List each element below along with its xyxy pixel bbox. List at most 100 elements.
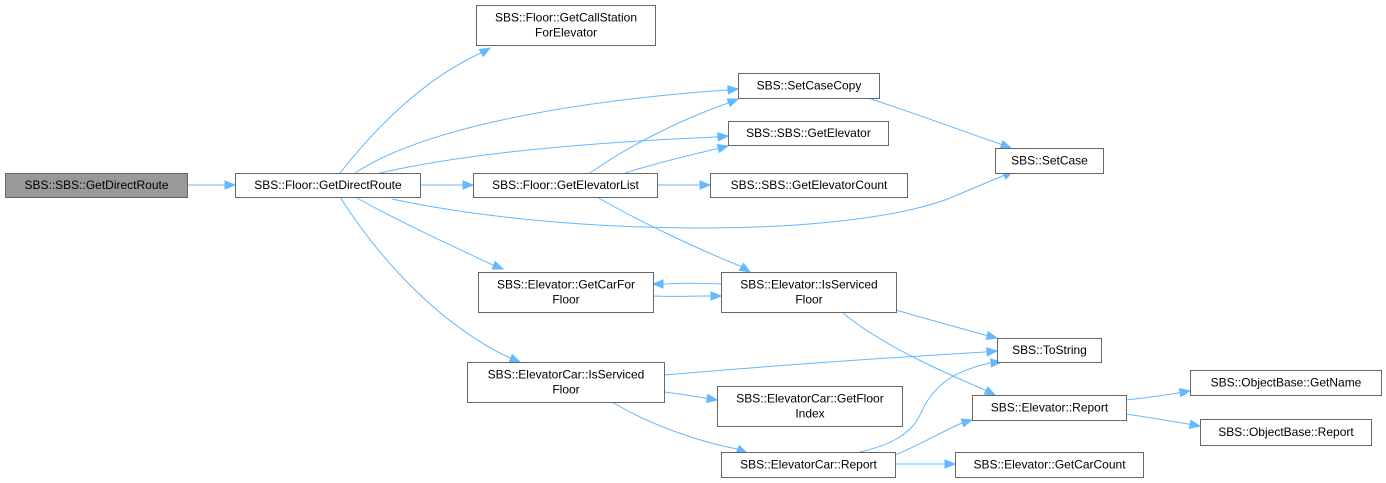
node-n4[interactable]: SBS::SBS::GetElevator: [728, 121, 889, 146]
node-label: SBS::SetCaseCopy: [757, 79, 862, 93]
node-n7[interactable]: SBS::SetCase: [995, 148, 1104, 174]
edge-n9-n13: [841, 311, 997, 396]
node-n1[interactable]: SBS::Floor::GetDirectRoute: [235, 173, 421, 198]
edge-n16-n17: [895, 459, 957, 469]
edge-line: [354, 196, 494, 266]
edge-line: [867, 97, 1001, 145]
node-box[interactable]: [721, 272, 897, 313]
node-n5[interactable]: SBS::Floor::GetElevatorList: [473, 173, 658, 198]
arrowhead-icon: [726, 98, 740, 108]
edge-n0-n1: [187, 180, 237, 190]
node-n17[interactable]: SBS::Elevator::GetCarCount: [955, 452, 1144, 478]
edge-line: [391, 174, 1006, 229]
node-label: SBS::SetCase: [1011, 154, 1088, 168]
edge-n16-n10: [859, 358, 1003, 453]
arrowhead-icon: [710, 291, 723, 301]
edge-line: [663, 351, 986, 376]
arrowhead-icon: [727, 85, 740, 95]
node-box[interactable]: [473, 173, 658, 198]
arrowhead-icon: [986, 347, 999, 357]
edge-n3-n7: [867, 97, 1013, 149]
edge-n1-n2: [339, 47, 492, 174]
arrowhead-icon: [462, 180, 475, 190]
edge-n5-n6: [657, 180, 712, 190]
node-n13[interactable]: SBS::Elevator::Report: [972, 395, 1127, 421]
node-label: SBS::Elevator::GetCarFor: [497, 278, 635, 292]
edge-line: [339, 196, 511, 359]
edge-line: [663, 391, 706, 399]
node-n14[interactable]: SBS::ObjectBase::GetName: [1190, 370, 1382, 396]
arrowhead-icon: [705, 393, 719, 403]
node-box[interactable]: [5, 173, 188, 198]
arrowhead-icon: [960, 418, 974, 428]
edge-n11-n10: [663, 347, 999, 376]
arrowhead-icon: [716, 143, 730, 154]
arrowhead-icon: [999, 139, 1013, 149]
node-n16[interactable]: SBS::ElevatorCar::Report: [721, 452, 896, 478]
node-box[interactable]: [478, 272, 654, 313]
edge-n1-n4: [379, 132, 730, 174]
edge-n1-n5: [420, 180, 475, 190]
edge-line: [894, 422, 963, 456]
node-label: Floor: [795, 293, 822, 307]
edge-line: [841, 311, 986, 391]
arrowhead-icon: [990, 358, 1003, 368]
nodes: SBS::SBS::GetDirectRoute SBS::Floor::GetD…: [5, 5, 1382, 478]
node-box[interactable]: [476, 5, 656, 46]
node-label: SBS::Floor::GetDirectRoute: [254, 178, 402, 192]
node-box[interactable]: [738, 73, 880, 99]
edge-line: [596, 196, 741, 267]
edge-line: [1125, 392, 1179, 401]
edge-n5-n4: [624, 143, 730, 174]
node-box[interactable]: [710, 173, 908, 198]
node-box[interactable]: [955, 452, 1144, 478]
edge-n11-n12: [663, 391, 719, 403]
node-label: SBS::Elevator::GetCarCount: [973, 458, 1126, 472]
edge-line: [339, 51, 484, 174]
edge-n1-n3: [354, 85, 740, 174]
edge-n13-n15: [1125, 413, 1202, 429]
node-box[interactable]: [721, 452, 896, 478]
node-label: SBS::SBS::GetElevator: [746, 126, 871, 140]
node-label: SBS::SBS::GetDirectRoute: [24, 178, 168, 192]
edge-n11-n16: [611, 401, 749, 454]
node-box[interactable]: [997, 338, 1102, 363]
node-n15[interactable]: SBS::ObjectBase::Report: [1200, 419, 1372, 446]
node-label: Floor: [552, 293, 579, 307]
node-n6[interactable]: SBS::SBS::GetElevatorCount: [710, 173, 908, 198]
node-box[interactable]: [1190, 370, 1382, 396]
node-label: SBS::Elevator::IsServiced: [740, 278, 877, 292]
node-box[interactable]: [728, 121, 889, 146]
arrowhead-icon: [1188, 419, 1202, 429]
edge-n5-n9: [596, 196, 752, 273]
node-box[interactable]: [717, 386, 903, 427]
arrowhead-icon: [944, 459, 957, 469]
arrowhead-icon: [735, 444, 749, 454]
node-box[interactable]: [235, 173, 421, 198]
node-n10[interactable]: SBS::ToString: [997, 338, 1102, 363]
arrowhead-icon: [651, 279, 664, 289]
node-n0[interactable]: SBS::SBS::GetDirectRoute: [5, 173, 188, 198]
edge-n9-n8: [651, 279, 722, 289]
edge-line: [1125, 413, 1189, 425]
node-box[interactable]: [1200, 419, 1372, 446]
node-label: SBS::ObjectBase::GetName: [1211, 376, 1362, 390]
node-n3[interactable]: SBS::SetCaseCopy: [738, 73, 880, 99]
node-label: SBS::Elevator::Report: [991, 401, 1109, 415]
node-label: SBS::Floor::GetElevatorList: [492, 178, 639, 192]
node-box[interactable]: [972, 395, 1127, 421]
node-box[interactable]: [467, 362, 665, 403]
arrowhead-icon: [491, 260, 505, 270]
edge-line: [624, 148, 717, 174]
node-label: SBS::ElevatorCar::IsServiced: [488, 368, 645, 382]
edge-n5-n3: [589, 98, 740, 174]
node-label: Index: [795, 407, 824, 421]
edge-line: [379, 136, 717, 174]
node-label: SBS::SBS::GetElevatorCount: [731, 178, 888, 192]
node-box[interactable]: [995, 148, 1104, 174]
